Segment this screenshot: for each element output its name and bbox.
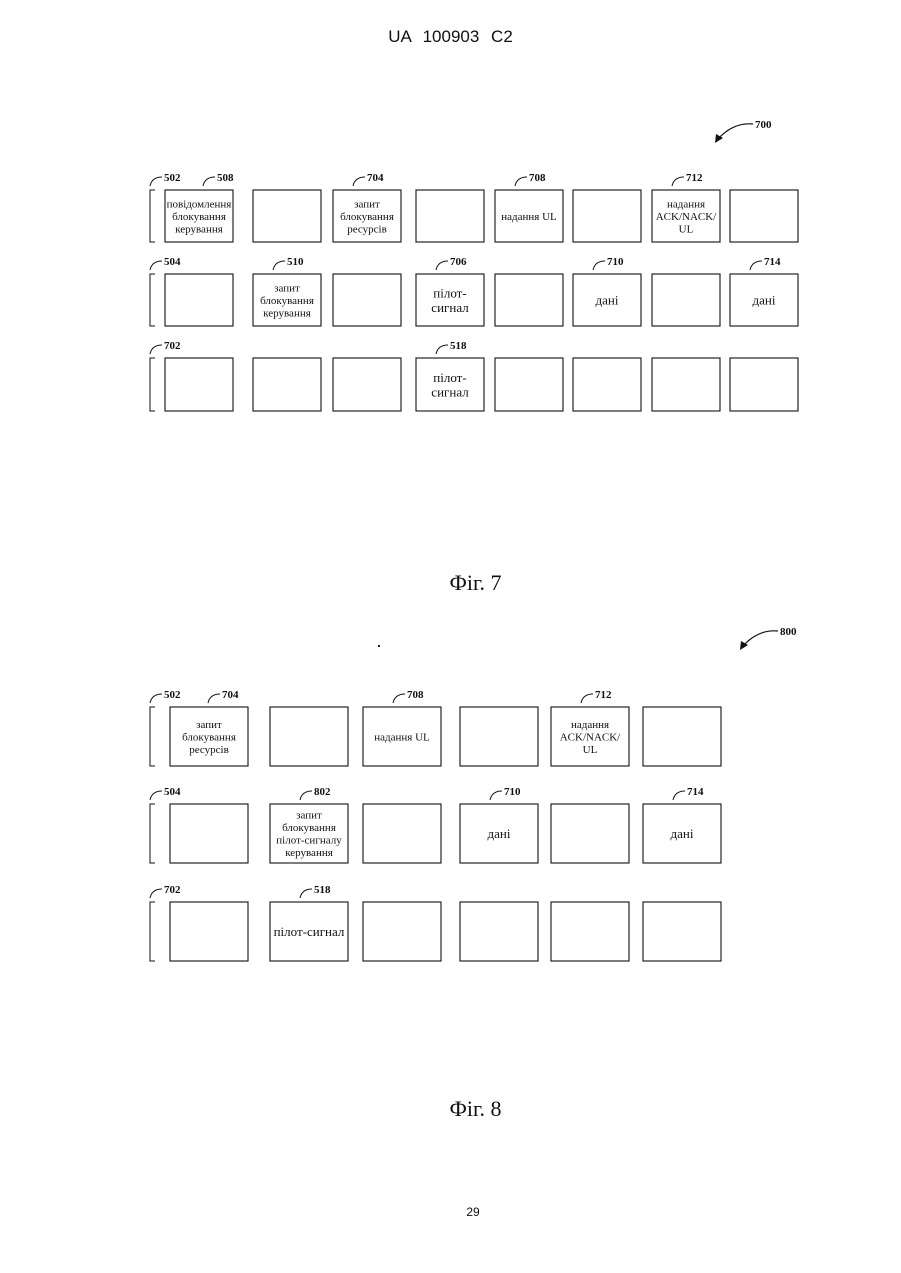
fig7-row-2-cell-6 — [652, 358, 720, 411]
fig7-row-0-cell-4-ref: 708 — [529, 172, 546, 184]
fig7-row-2-cell-1 — [253, 358, 321, 411]
fig8-row-1-cell-1-ref: 802 — [314, 786, 331, 798]
figure-7-caption: Фіг. 7 — [0, 570, 901, 596]
fig7-row-1-cell-3-ref-leader — [436, 261, 448, 270]
fig7-row-0-cell-0-label: повідомленняблокуваннякерування — [167, 198, 232, 235]
fig7-row-0-cell-4-label: надання UL — [501, 211, 557, 223]
fig8-row-2-cell-0 — [170, 902, 248, 961]
fig7-row-0-cell-2-ref: 704 — [367, 172, 384, 184]
fig8-row-2-ref-leader — [150, 889, 162, 898]
fig7-row-0-ref: 502 — [164, 172, 181, 184]
fig7-row-0-ref-leader — [150, 177, 162, 186]
fig8-row-2-cell-1-label: пілот-сигнал — [274, 924, 345, 939]
fig7-row-1-cell-3-ref: 706 — [450, 256, 467, 268]
fig7-row-1-cell-6 — [652, 274, 720, 326]
fig7-row-2-ref: 702 — [164, 340, 181, 352]
fig8-row-1-cell-5-label: дані — [671, 826, 694, 841]
fig8-row-0-ref-leader — [150, 694, 162, 703]
fig7-row-0-cell-4-ref-leader — [515, 177, 527, 186]
fig7-row-1-cell-7-label: дані — [753, 293, 776, 308]
fig7-row-2-cell-7 — [730, 358, 798, 411]
fig7-row-0-cell-2-ref-leader — [353, 177, 365, 186]
fig8-row-0-bracket — [150, 707, 155, 766]
fig8-row-0-cell-4-ref: 712 — [595, 689, 612, 701]
fig7-row-2-cell-2 — [333, 358, 401, 411]
fig7-row-2-cell-3-ref-leader — [436, 345, 448, 354]
fig7-row-2-bracket — [150, 358, 155, 411]
fig8-row-1-bracket — [150, 804, 155, 863]
figure-8-caption: Фіг. 8 — [0, 1096, 901, 1122]
fig8-row-0-cell-3 — [460, 707, 538, 766]
fig7-row-1-cell-1-ref-leader — [273, 261, 285, 270]
fig7-row-1-cell-7-ref: 714 — [764, 256, 781, 268]
fig8-row-1-ref: 504 — [164, 786, 181, 798]
fig8-row-0-cell-0-ref-leader — [208, 694, 220, 703]
fig8-row-1-ref-leader — [150, 791, 162, 800]
stray-dot — [378, 645, 380, 647]
fig8-ref-arrow — [742, 631, 778, 647]
fig8-row-1-cell-3-ref: 710 — [504, 786, 521, 798]
fig8-row-0-cell-1 — [270, 707, 348, 766]
fig7-row-0-cell-1 — [253, 190, 321, 242]
fig7-row-2-cell-0 — [165, 358, 233, 411]
fig7-row-1-ref-leader — [150, 261, 162, 270]
fig8-row-0-cell-0-ref: 704 — [222, 689, 239, 701]
fig7-row-2-cell-3-ref: 518 — [450, 340, 467, 352]
fig8-row-2-cell-4 — [551, 902, 629, 961]
fig8-row-2-bracket — [150, 902, 155, 961]
fig8-row-1-cell-5-ref: 714 — [687, 786, 704, 798]
fig8-row-2-cell-3 — [460, 902, 538, 961]
fig7-row-1-cell-1-ref: 510 — [287, 256, 304, 268]
fig8-row-0-cell-2-ref: 708 — [407, 689, 424, 701]
fig8-row-1-cell-0 — [170, 804, 248, 863]
fig7-row-0-cell-0-ref: 508 — [217, 172, 234, 184]
fig7-row-0-cell-3 — [416, 190, 484, 242]
fig8-row-0-cell-2-label: надання UL — [374, 731, 430, 743]
fig8-row-1-cell-3-ref-leader — [490, 791, 502, 800]
fig7-row-1-cell-5-label: дані — [596, 293, 619, 308]
fig7-row-0-cell-7 — [730, 190, 798, 242]
fig7-row-0-cell-6-ref-leader — [672, 177, 684, 186]
fig7-row-0-cell-5 — [573, 190, 641, 242]
fig7-row-1-cell-5-ref: 710 — [607, 256, 624, 268]
fig8-row-0-cell-2-ref-leader — [393, 694, 405, 703]
fig7-row-0-cell-0-ref-leader — [203, 177, 215, 186]
fig8-row-0-cell-5 — [643, 707, 721, 766]
fig7-row-2-cell-3-label: пілот-сигнал — [431, 370, 469, 400]
fig7-row-2-cell-4 — [495, 358, 563, 411]
fig7-row-1-cell-4 — [495, 274, 563, 326]
fig7-row-2-ref-leader — [150, 345, 162, 354]
fig7-row-1-cell-0 — [165, 274, 233, 326]
fig8-row-0-ref: 502 — [164, 689, 181, 701]
fig7-row-1-cell-7-ref-leader — [750, 261, 762, 270]
fig7-row-0-cell-6-ref: 712 — [686, 172, 703, 184]
fig8-row-1-cell-3-label: дані — [488, 826, 511, 841]
fig8-row-2-cell-5 — [643, 902, 721, 961]
fig8-row-1-cell-4 — [551, 804, 629, 863]
fig7-row-0-bracket — [150, 190, 155, 242]
fig7-row-1-cell-2 — [333, 274, 401, 326]
fig7-row-2-cell-5 — [573, 358, 641, 411]
fig8-row-1-cell-5-ref-leader — [673, 791, 685, 800]
fig7-ref-number: 700 — [755, 119, 772, 131]
fig8-row-2-cell-2 — [363, 902, 441, 961]
fig8-row-1-cell-1-ref-leader — [300, 791, 312, 800]
fig7-row-1-bracket — [150, 274, 155, 326]
fig7-row-1-ref: 504 — [164, 256, 181, 268]
fig7-row-1-cell-5-ref-leader — [593, 261, 605, 270]
fig8-row-1-cell-2 — [363, 804, 441, 863]
fig8-row-2-ref: 702 — [164, 884, 181, 896]
fig8-row-2-cell-1-ref: 518 — [314, 884, 331, 896]
fig8-ref-number: 800 — [780, 626, 797, 638]
fig7-row-1-cell-3-label: пілот-сигнал — [431, 285, 469, 315]
fig7-ref-arrow — [717, 124, 753, 140]
page-number: 29 — [0, 1205, 901, 1219]
fig8-row-0-cell-4-ref-leader — [581, 694, 593, 703]
fig8-row-2-cell-1-ref-leader — [300, 889, 312, 898]
